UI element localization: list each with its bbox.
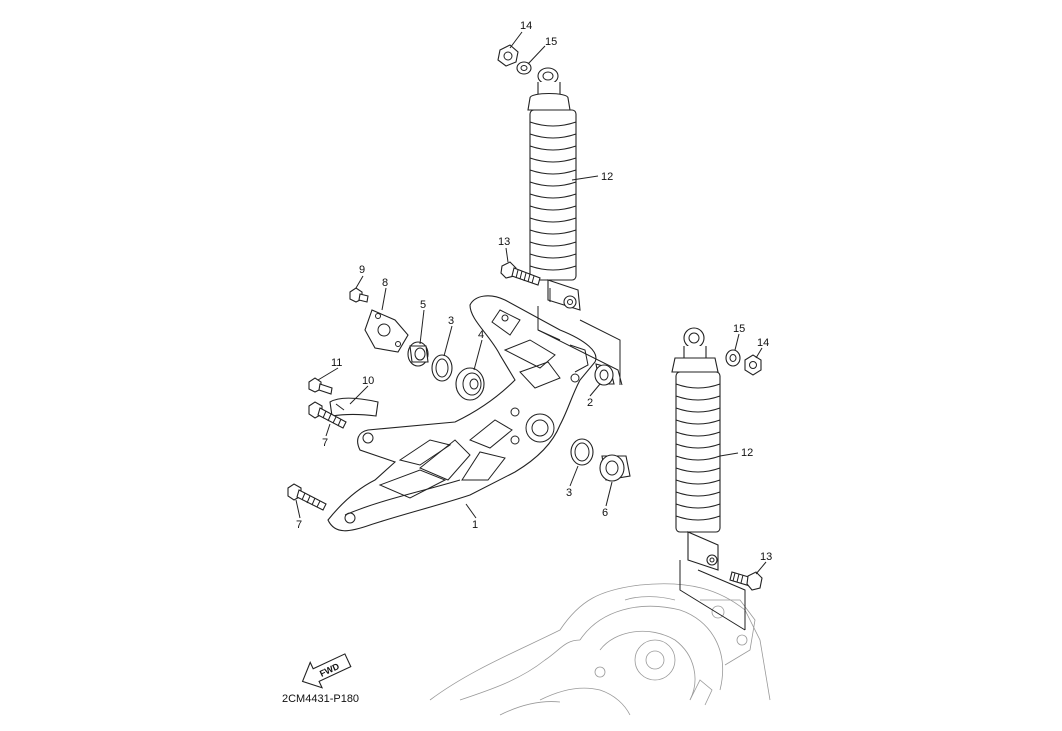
oil-seal-3-upper	[431, 354, 453, 382]
callout-5: 5	[420, 299, 426, 311]
washer-15-right	[725, 349, 741, 367]
callout-15-top: 15	[545, 36, 557, 48]
bolt-7-upper	[308, 401, 347, 429]
callout-4: 4	[478, 329, 484, 341]
swing-arm	[327, 295, 597, 532]
callout-7-lower: 7	[296, 519, 302, 531]
callout-13-lower: 13	[760, 551, 772, 563]
mount-guide-upper	[537, 306, 623, 386]
engine-outline	[429, 583, 771, 716]
nut-14-top	[497, 44, 519, 67]
callout-12-right: 12	[741, 447, 753, 459]
bolt-13-upper	[500, 261, 541, 286]
diagram-code: 2CM4431-P180	[282, 693, 359, 705]
callout-2: 2	[587, 397, 593, 409]
bracket-plate-8	[364, 309, 409, 353]
shock-absorber-left	[527, 67, 581, 311]
callout-9: 9	[359, 264, 365, 276]
collar-5	[407, 341, 429, 367]
washer-15-top	[516, 61, 532, 75]
callout-13-upper: 13	[498, 236, 510, 248]
cover-10	[329, 397, 379, 417]
bolt-11	[308, 377, 333, 395]
callout-3-upper: 3	[448, 315, 454, 327]
callout-1: 1	[472, 519, 478, 531]
callout-6: 6	[602, 507, 608, 519]
callout-10: 10	[362, 375, 374, 387]
callout-12-left: 12	[601, 171, 613, 183]
bearing-4	[455, 367, 485, 401]
callout-8: 8	[382, 277, 388, 289]
callout-11: 11	[331, 357, 342, 369]
nut-14-right	[744, 354, 762, 376]
bolt-13-lower	[729, 571, 763, 591]
callout-labels: 14 15 12 13 9 8 5 3 4 11 10 2 7 3 6 1 7 …	[296, 20, 772, 563]
shock-absorber-right	[671, 327, 721, 571]
oil-seal-3-lower	[570, 438, 594, 466]
leader-lines	[295, 31, 767, 575]
callout-14-right: 14	[757, 337, 769, 349]
spring-left	[529, 109, 577, 281]
mount-guide-lower	[679, 560, 746, 631]
collar-6	[599, 454, 631, 482]
bolt-7-lower	[287, 483, 327, 511]
callout-7-upper: 7	[322, 437, 328, 449]
bolt-9	[349, 287, 369, 303]
callout-3-lower: 3	[566, 487, 572, 499]
fwd-arrow-icon: FWD	[301, 653, 352, 689]
callout-15-right: 15	[733, 323, 745, 335]
collar-2	[594, 363, 615, 386]
callout-14-top: 14	[520, 20, 532, 32]
spring-right	[675, 371, 721, 533]
